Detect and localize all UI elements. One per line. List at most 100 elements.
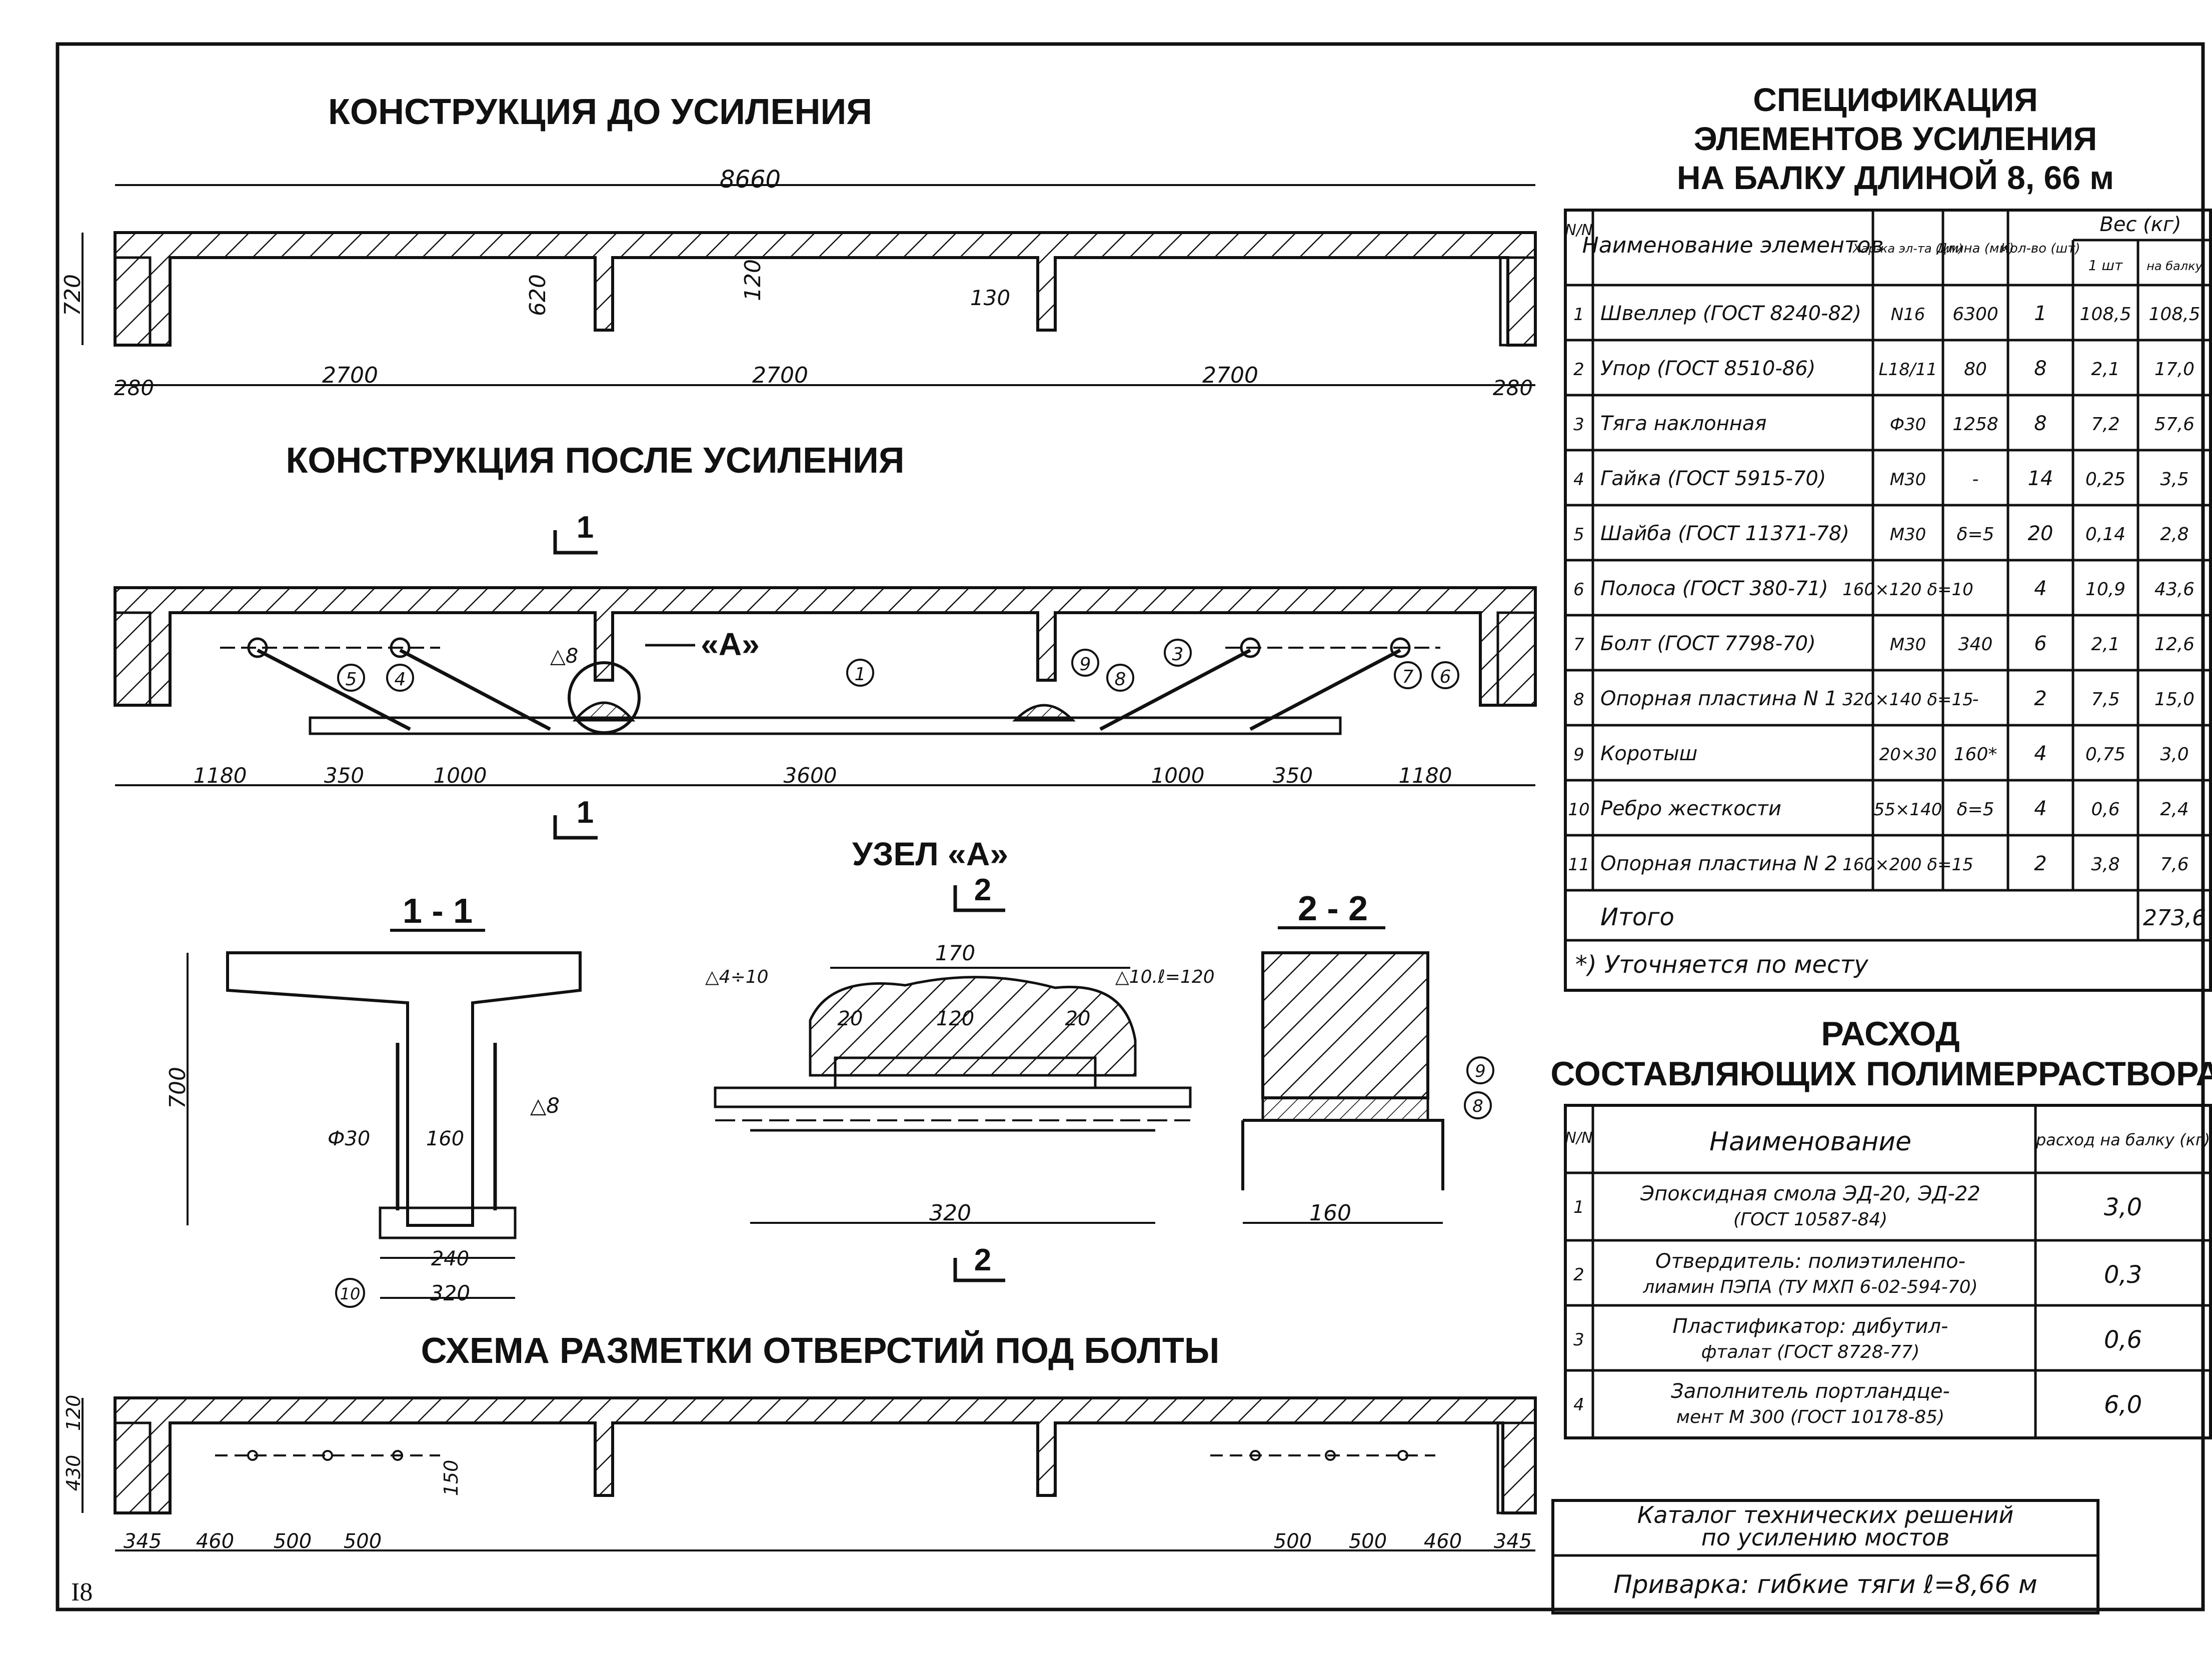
- spec-cell-2-0: 2: [1573, 360, 1584, 380]
- holes-dim-0: 345: [124, 1530, 162, 1553]
- dim-after-5: 350: [1273, 763, 1313, 788]
- svg-text:10: 10: [340, 1284, 361, 1303]
- dim-bottom-1: 2700: [322, 363, 378, 388]
- spec-cell-7-3: 340: [1958, 634, 1993, 655]
- section-mark-2-bottom: 2: [953, 1243, 1005, 1282]
- spec-cell-2-4: 8: [2034, 357, 2046, 380]
- holes-dim-3: 500: [344, 1530, 382, 1553]
- spec-cell-10-2: 55×140: [1874, 800, 1942, 820]
- spec-cell-1-3: 6300: [1952, 304, 1998, 325]
- spec-cell-2-6: 17,0: [2154, 359, 2194, 380]
- channel-beam: [309, 716, 1342, 735]
- cons-amount-2: 0,3: [2104, 1261, 2142, 1289]
- marker-1: 1: [846, 659, 874, 687]
- marker-5: 5: [337, 664, 365, 692]
- svg-text:7: 7: [1402, 667, 1414, 687]
- cons-name-b-2: лиамин ПЭПА (ТУ МХП 6-02-594-70): [1642, 1277, 1977, 1297]
- svg-text:3: 3: [1172, 644, 1184, 665]
- cons-header-name: Наименование: [1709, 1127, 1911, 1157]
- dim-after-4: 1000: [1151, 763, 1205, 788]
- consumption-title-0: РАСХОД: [1821, 1015, 1959, 1053]
- sheet-frame: [56, 42, 2205, 1611]
- spec-cell-10-4: 4: [2034, 797, 2046, 820]
- spec-cell-8-3: -: [1972, 689, 1979, 710]
- node-a-inner-0: 20: [838, 1007, 863, 1030]
- svg-text:9: 9: [1475, 1061, 1486, 1081]
- spec-cell-6-6: 43,6: [2154, 579, 2194, 600]
- consumption-table: N/N Наименование расход на балку (кг) 1Э…: [1564, 1104, 2212, 1439]
- spec-cell-5-5: 0,14: [2085, 524, 2125, 545]
- spec-cell-10-5: 0,6: [2091, 799, 2119, 820]
- holes-dim-2: 500: [274, 1530, 312, 1553]
- cons-name-a-1: Эпоксидная смола ЭД-20, ЭД-22: [1640, 1182, 1980, 1205]
- spec-total-value: 273,6: [2143, 905, 2206, 931]
- dim-after-2: 1000: [434, 763, 487, 788]
- cons-num-4: 4: [1573, 1395, 1584, 1415]
- spec-cell-10-3: δ=5: [1956, 799, 1994, 820]
- section-11-w2: 320: [430, 1281, 470, 1305]
- weld-mark: △8: [550, 645, 578, 668]
- holes-dim-7: 345: [1494, 1530, 1532, 1553]
- section-11-title: 1 - 1: [403, 891, 473, 930]
- spec-cell-1-1: Швеллер (ГОСТ 8240-82): [1600, 302, 1861, 325]
- spec-cell-6-2: 160×120 δ=10: [1842, 580, 1973, 600]
- spec-cell-9-1: Коротыш: [1600, 742, 1697, 765]
- section-11-dist: 160: [426, 1127, 464, 1150]
- spec-cell-2-3: 80: [1964, 359, 1987, 380]
- marker-9: 9: [1071, 649, 1099, 677]
- spec-cell-11-4: 2: [2034, 852, 2046, 875]
- node-a-inner-2: 20: [1065, 1007, 1091, 1030]
- stamp-line-2: по усилению мостов: [1701, 1524, 1949, 1551]
- dim-bottom-0: 280: [114, 376, 154, 400]
- before-title: КОНСТРУКЦИЯ ДО УСИЛЕНИЯ: [328, 92, 872, 132]
- marker-8: 8: [1106, 664, 1134, 692]
- holes-beam: 120 430 150 345 460 500 500 500 500 460 …: [63, 1395, 1537, 1553]
- marker-9-s22: 9: [1466, 1056, 1494, 1084]
- cons-num-1: 1: [1573, 1197, 1584, 1217]
- spec-cell-4-1: Гайка (ГОСТ 5915-70): [1600, 467, 1826, 490]
- marker-4: 4: [386, 664, 414, 692]
- spec-cell-9-0: 9: [1573, 745, 1584, 765]
- spec-header-name: Наименование элементов: [1582, 233, 1884, 258]
- spec-cell-4-2: М30: [1890, 470, 1926, 490]
- marker-7: 7: [1394, 661, 1422, 689]
- dim-rib-width: 130: [970, 286, 1010, 310]
- cons-name-a-4: Заполнитель портландце-: [1671, 1380, 1950, 1403]
- spec-cell-9-6: 3,0: [2160, 744, 2188, 765]
- svg-text:1: 1: [577, 795, 594, 830]
- section-mark-2-top: 2: [953, 873, 1005, 912]
- section-11-weld: △8: [530, 1093, 560, 1118]
- spec-cell-3-5: 7,2: [2091, 414, 2119, 435]
- cons-amount-3: 0,6: [2104, 1326, 2142, 1354]
- spec-cell-1-6: 108,5: [2148, 304, 2200, 325]
- dim-after-3: 3600: [784, 763, 837, 788]
- spec-cell-2-5: 2,1: [2091, 359, 2119, 380]
- spec-cell-8-4: 2: [2034, 687, 2046, 710]
- spec-cell-4-4: 14: [2028, 467, 2053, 490]
- node-a-dim-bottom: 320: [929, 1200, 971, 1226]
- spec-cell-1-4: 1: [2034, 302, 2046, 325]
- spec-header-count: Кол-во (шт): [2000, 241, 2080, 256]
- node-a-title: УЗЕЛ «А»: [852, 835, 1008, 872]
- spec-header-w-unit: 1 шт: [2088, 257, 2123, 274]
- spec-title-0: СПЕЦИФИКАЦИЯ: [1753, 81, 2038, 118]
- cons-name-b-4: мент М 300 (ГОСТ 10178-85): [1676, 1407, 1944, 1427]
- svg-text:1: 1: [855, 664, 866, 685]
- spec-cell-8-1: Опорная пластина N 1: [1600, 687, 1837, 710]
- spec-cell-4-0: 4: [1573, 470, 1584, 490]
- dim-height: 720: [60, 274, 86, 316]
- spec-title-1: ЭЛЕМЕНТОВ УСИЛЕНИЯ: [1694, 120, 2097, 157]
- spec-cell-3-1: Тяга наклонная: [1600, 412, 1766, 435]
- spec-cell-5-2: М30: [1890, 525, 1926, 545]
- spec-cell-5-0: 5: [1573, 525, 1584, 545]
- marker-8-s22: 8: [1464, 1091, 1492, 1119]
- consumption-title-1: СОСТАВЛЯЮЩИХ ПОЛИМЕРРАСТВОРА: [1550, 1055, 2212, 1093]
- svg-text:8: 8: [1115, 669, 1126, 690]
- spec-cell-4-3: -: [1972, 469, 1979, 490]
- spec-cell-11-2: 160×200 δ=15: [1842, 855, 1973, 875]
- svg-text:2: 2: [974, 1243, 991, 1277]
- spec-cell-10-6: 2,4: [2160, 799, 2188, 820]
